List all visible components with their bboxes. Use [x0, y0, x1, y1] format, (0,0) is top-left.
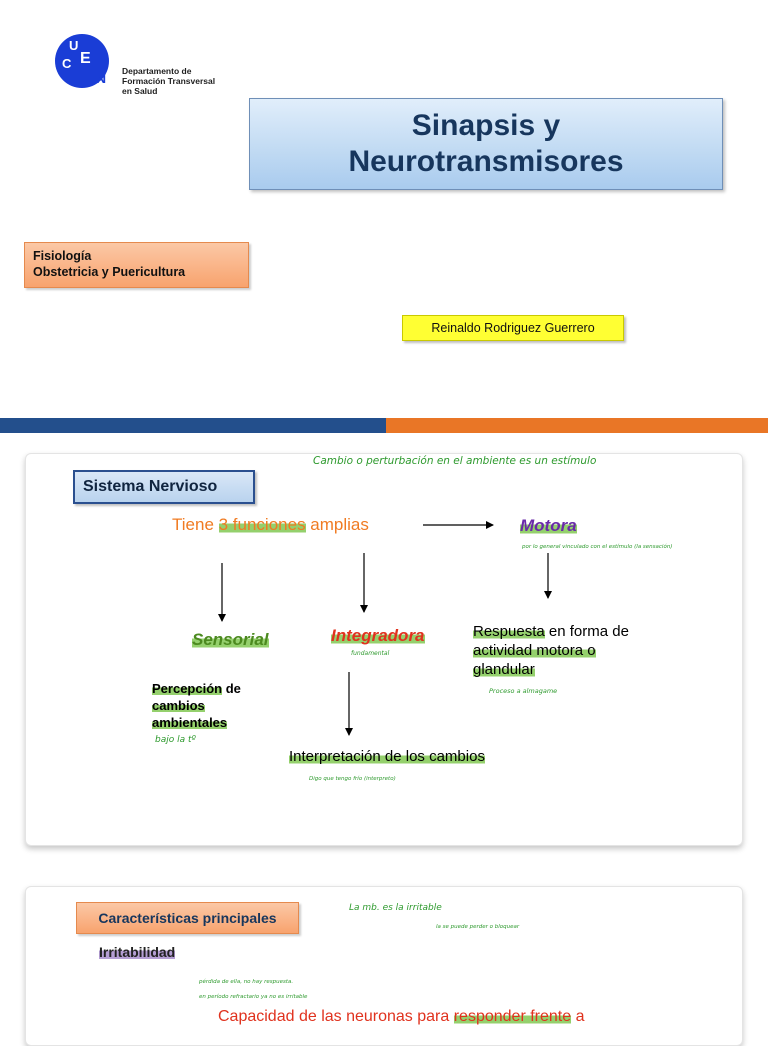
respuesta-highlight: Respuesta: [473, 623, 545, 640]
motora-text: Motora: [520, 516, 577, 535]
logo-letter-u: U: [69, 38, 78, 53]
tiene-funciones-text: Tiene 3 funciones amplias: [172, 515, 369, 535]
divider-bar-orange: [386, 418, 768, 433]
department-line: en Salud: [122, 86, 158, 96]
tiene-post: amplias: [305, 515, 369, 534]
percepcion-line-3-text: ambientales: [152, 715, 228, 730]
percepcion-line-2: cambios: [152, 697, 241, 714]
capacidad-post: a: [571, 1008, 585, 1025]
ucen-logo: U C E N: [54, 33, 116, 89]
percepcion-highlight: Percepción: [152, 681, 223, 696]
department-line: Formación Transversal: [122, 76, 216, 86]
percepcion-rest: de: [222, 681, 241, 696]
handwritten-note-percepcion: bajo la tº: [155, 735, 196, 745]
irritabilidad-text: Irritabilidad: [99, 944, 176, 960]
respuesta-rest: en forma de: [544, 623, 629, 640]
department-line: Departamento de: [122, 66, 192, 76]
tiene-highlight: 3 funciones: [218, 515, 306, 534]
respuesta-line-2: actividad motora o: [473, 641, 629, 660]
interpretacion-text: Interpretación de los cambios: [289, 748, 485, 765]
percepcion-line-1: Percepción de: [152, 680, 241, 697]
capacidad-text: Capacidad de las neuronas para responder…: [218, 1008, 584, 1026]
title-box: Sinapsis y Neurotransmisores: [249, 98, 723, 190]
subject-box: Fisiología Obstetricia y Puericultura: [24, 242, 249, 288]
percepcion-line-2-text: cambios: [152, 698, 205, 713]
department-name: Departamento de Formación Transversal en…: [122, 66, 215, 96]
title-line-2: Neurotransmisores: [348, 145, 624, 178]
capacidad-highlight: responder frente: [453, 1008, 572, 1025]
divider-bar-blue: [0, 418, 386, 433]
slide-card-sistema-nervioso: [25, 453, 743, 846]
tiene-pre: Tiene: [172, 515, 219, 534]
logo-letter-e: E: [80, 50, 91, 67]
logo-letter-n: N: [96, 70, 106, 86]
handwritten-note-respuesta: Proceso a almagame: [489, 687, 558, 695]
motora-label: Motora: [520, 516, 577, 536]
respuesta-line-2-text: actividad motora o: [473, 642, 596, 659]
handwritten-note-irrit-2: en período refractario ya no es irritabl…: [199, 994, 308, 1000]
respuesta-line-1: Respuesta en forma de: [473, 622, 629, 641]
sistema-nervioso-header: Sistema Nervioso: [73, 470, 255, 504]
author-box: Reinaldo Rodriguez Guerrero: [402, 315, 624, 341]
respuesta-text: Respuesta en forma de actividad motora o…: [473, 622, 629, 679]
subject-line: Obstetricia y Puericultura: [33, 265, 186, 279]
caracteristicas-header: Características principales: [76, 902, 299, 934]
handwritten-note-interpretacion: Digo que tengo frío (interpreto): [309, 776, 396, 782]
handwritten-note-irritable: La mb. es la irritable: [349, 903, 442, 913]
sensorial-label: Sensorial: [192, 630, 269, 650]
handwritten-note-estimulo: Cambio o perturbación en el ambiente es …: [313, 455, 597, 467]
integradora-text: Integradora: [331, 626, 425, 645]
title-line-1: Sinapsis y: [411, 109, 561, 142]
respuesta-line-3-text: glandular: [473, 661, 535, 678]
irritabilidad-label: Irritabilidad: [99, 944, 176, 960]
logo-letter-c: C: [62, 56, 72, 71]
interpretacion-highlight: Interpretación de los cambios: [289, 748, 485, 765]
percepcion-text: Percepción de cambios ambientales: [152, 680, 241, 731]
percepcion-line-3: ambientales: [152, 714, 241, 731]
respuesta-line-3: glandular: [473, 660, 629, 679]
integradora-label: Integradora: [331, 626, 425, 646]
handwritten-note-irrit-1: pérdida de ella, no hay respuesta.: [199, 979, 294, 985]
sensorial-text: Sensorial: [192, 630, 269, 649]
handwritten-note-motora: por lo general vinculado con el estímulo…: [522, 544, 673, 550]
handwritten-note-bloquear: la se puede perder o bloquear: [436, 924, 520, 930]
subject-line: Fisiología: [33, 249, 92, 263]
handwritten-note-integradora: fundamental: [351, 650, 390, 657]
capacidad-pre: Capacidad de las neuronas para: [218, 1008, 454, 1025]
